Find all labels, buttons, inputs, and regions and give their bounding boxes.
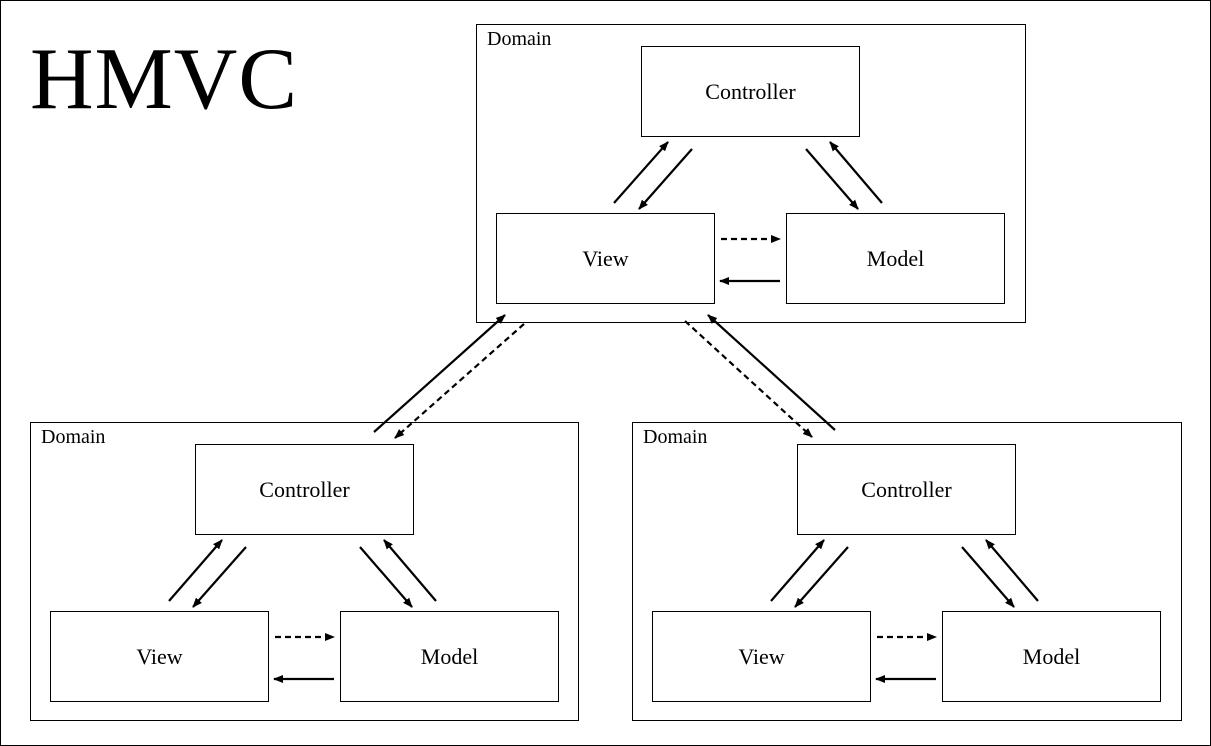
arrow-controller-to-view	[638, 148, 693, 210]
arrow-right-controller-to-top-view	[707, 314, 836, 431]
controller-node-bottom-right: Controller	[797, 444, 1016, 535]
arrow-controller-to-view	[192, 546, 247, 608]
arrow-top-view-to-left-controller-dashed	[394, 323, 525, 439]
view-node-bottom-left: View	[50, 611, 269, 702]
model-node-bottom-right: Model	[942, 611, 1161, 702]
arrow-view-to-controller	[168, 539, 223, 602]
domain-label: Domain	[41, 426, 106, 448]
arrow-controller-to-model	[805, 148, 859, 210]
controller-node-bottom-left: Controller	[195, 444, 414, 535]
domain-label: Domain	[643, 426, 708, 448]
arrow-view-to-controller	[613, 141, 669, 204]
arrow-controller-to-model	[359, 546, 413, 608]
view-node-bottom-right: View	[652, 611, 871, 702]
domain-label: Domain	[487, 28, 552, 50]
model-node-top: Model	[786, 213, 1005, 304]
arrow-left-controller-to-top-view	[373, 314, 506, 433]
controller-node-top: Controller	[641, 46, 860, 137]
model-node-bottom-left: Model	[340, 611, 559, 702]
arrow-model-to-controller	[985, 539, 1039, 602]
diagram-title: HMVC	[30, 31, 299, 128]
arrow-top-view-to-right-controller-dashed	[684, 320, 813, 438]
arrow-controller-to-view	[794, 546, 849, 608]
arrow-model-to-controller	[383, 539, 437, 602]
arrow-model-to-controller	[829, 141, 883, 204]
view-node-top: View	[496, 213, 715, 304]
arrow-view-to-controller	[770, 539, 825, 602]
arrow-controller-to-model	[961, 546, 1015, 608]
